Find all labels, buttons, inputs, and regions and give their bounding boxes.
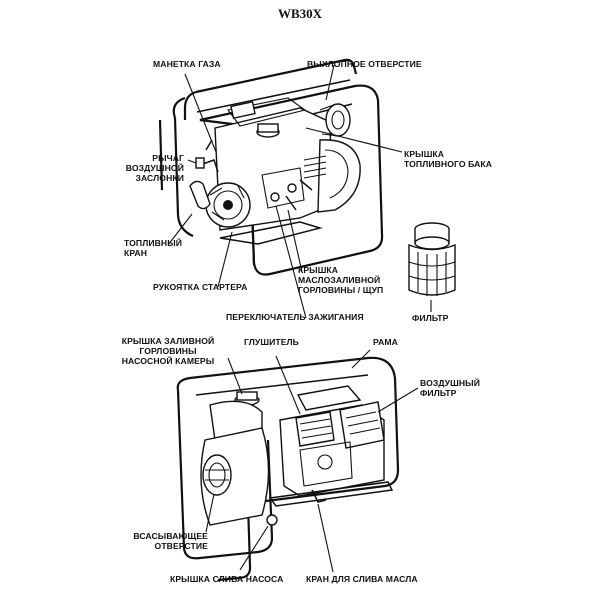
label-drain-cap: КРЫШКА СЛИВА НАСОСА (170, 574, 284, 584)
top-leader-lines (167, 64, 432, 319)
top-pump-illustration (158, 58, 384, 276)
label-oil-drain: КРАН ДЛЯ СЛИВА МАСЛА (306, 574, 418, 584)
label-throttle: МАНЕТКА ГАЗА (153, 59, 221, 69)
label-filter: ФИЛЬТР (412, 313, 449, 323)
label-priming-cap: КРЫШКА ЗАЛИВНОЙ ГОРЛОВИНЫ НАСОСНОЙ КАМЕР… (121, 336, 215, 366)
label-fuel-cap: КРЫШКА ТОПЛИВНОГО БАКА (404, 149, 493, 169)
label-fuel-valve: ТОПЛИВНЫЙ КРАН (124, 238, 183, 258)
page-title: WB30X (277, 6, 323, 21)
label-choke: РЫЧАГ ВОЗДУШНОЙ ЗАСЛОНКИ (125, 153, 184, 183)
bottom-pump-illustration (176, 356, 400, 582)
label-muffler: ГЛУШИТЕЛЬ (244, 337, 299, 347)
label-exhaust: ВЫХЛОПНОЕ ОТВЕРСТИЕ (307, 59, 422, 69)
label-suction: ВСАСЫВАЮЩЕЕ ОТВЕРСТИЕ (133, 531, 208, 551)
label-air-filter: ВОЗДУШНЫЙ ФИЛЬТР (420, 378, 480, 398)
label-oil-cap: КРЫШКА МАСЛОЗАЛИВНОЙ ГОРЛОВИНЫ / ЩУП (298, 265, 384, 295)
label-starter: РУКОЯТКА СТАРТЕРА (153, 282, 248, 292)
bottom-leader-lines (205, 349, 419, 573)
label-ignition: ПЕРЕКЛЮЧАТЕЛЬ ЗАЖИГАНИЯ (226, 312, 364, 322)
filter-illustration (408, 222, 456, 296)
label-frame: РАМА (373, 337, 398, 347)
